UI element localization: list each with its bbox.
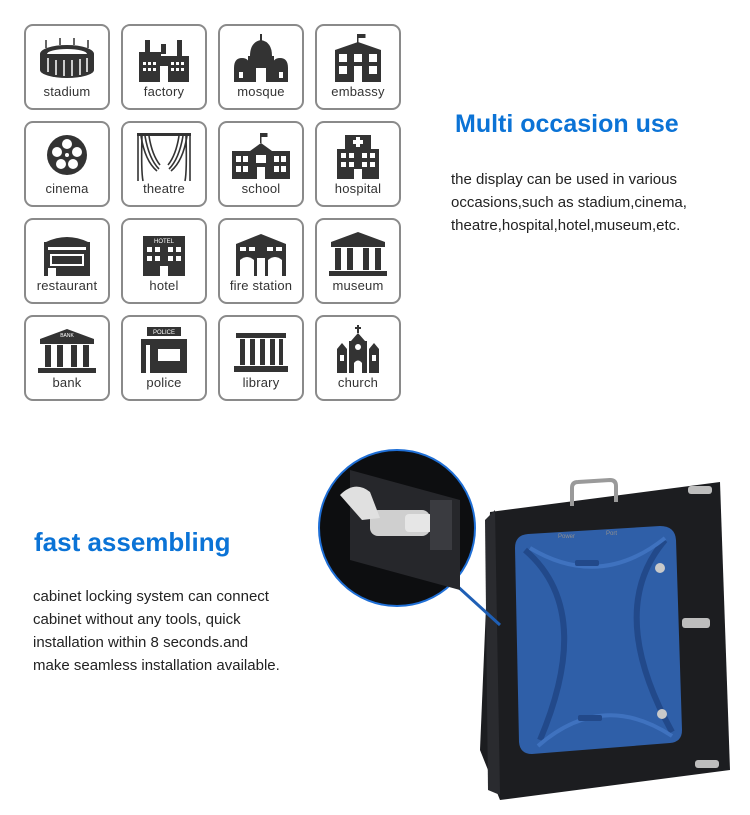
factory-icon [139, 40, 189, 82]
restaurant-icon [44, 237, 90, 276]
tile-label: church [337, 375, 379, 390]
assembly-title: fast assembling [34, 527, 231, 557]
tile-label: hospital [334, 181, 382, 196]
tile-cinema: cinema [24, 121, 110, 207]
tile-label: factory [143, 84, 185, 99]
occasion-icon-grid: stadium factory mosque [0, 0, 420, 410]
led-cabinet-image: Power Port [318, 449, 730, 800]
tile-label: museum [332, 278, 384, 293]
hospital-icon [337, 135, 379, 179]
stadium-icon [40, 38, 94, 78]
tile-church: church [315, 315, 401, 401]
tile-label: library [242, 375, 280, 390]
tile-fire-station: fire station [218, 218, 304, 304]
occasion-title: Multi occasion use [455, 110, 679, 138]
tile-label: hotel [149, 278, 179, 293]
power-label: Power [558, 534, 575, 540]
port-label: Port [606, 531, 617, 537]
tile-restaurant: restaurant [24, 218, 110, 304]
bank-icon: BANK [38, 329, 96, 373]
tile-hospital: hospital [315, 121, 401, 207]
tile-hotel: HOTEL hotel [121, 218, 207, 304]
film-reel-icon [47, 135, 87, 175]
tile-label: embassy [331, 84, 385, 99]
occasion-line: occasions,such as stadium,cinema, [451, 194, 687, 211]
tile-library: library [218, 315, 304, 401]
tile-label: school [241, 181, 281, 196]
fire-station-icon [236, 234, 286, 276]
assembly-line: cabinet locking system can connect [33, 588, 269, 605]
tile-label: mosque [237, 84, 285, 99]
tile-embassy: embassy [315, 24, 401, 110]
hotel-sign-text: HOTEL [154, 239, 175, 245]
tile-label: stadium [43, 84, 91, 99]
tile-label: bank [52, 375, 82, 390]
tile-mosque: mosque [218, 24, 304, 110]
assembly-description: cabinet locking system can connect cabin… [33, 585, 280, 677]
tile-stadium: stadium [24, 24, 110, 110]
tile-label: cinema [45, 181, 89, 196]
tile-bank: BANK bank [24, 315, 110, 401]
tile-museum: museum [315, 218, 401, 304]
assembly-line: installation within 8 seconds.and [33, 634, 249, 651]
tile-school: school [218, 121, 304, 207]
mosque-icon [234, 34, 288, 82]
embassy-icon [335, 34, 381, 82]
police-icon: POLICE [141, 327, 187, 373]
museum-icon [329, 232, 387, 276]
tile-label: fire station [229, 278, 293, 293]
bank-sign-text: BANK [60, 333, 74, 339]
police-sign-text: POLICE [153, 330, 175, 336]
tile-label: police [146, 375, 182, 390]
church-icon [337, 325, 379, 373]
tile-factory: factory [121, 24, 207, 110]
school-icon [232, 133, 290, 179]
tile-theatre: theatre [121, 121, 207, 207]
tile-label: restaurant [36, 278, 98, 293]
library-icon [234, 333, 288, 372]
assembly-line: make seamless installation available. [33, 657, 280, 674]
occasion-description: the display can be used in various occas… [451, 168, 687, 237]
tile-label: theatre [143, 181, 185, 196]
assembly-line: cabinet without any tools, quick [33, 611, 241, 628]
occasion-line: the display can be used in various [451, 171, 677, 188]
hotel-icon: HOTEL [143, 236, 185, 276]
curtain-icon [137, 133, 191, 182]
occasion-line: theatre,hospital,hotel,museum,etc. [451, 217, 681, 234]
tile-police: POLICE police [121, 315, 207, 401]
